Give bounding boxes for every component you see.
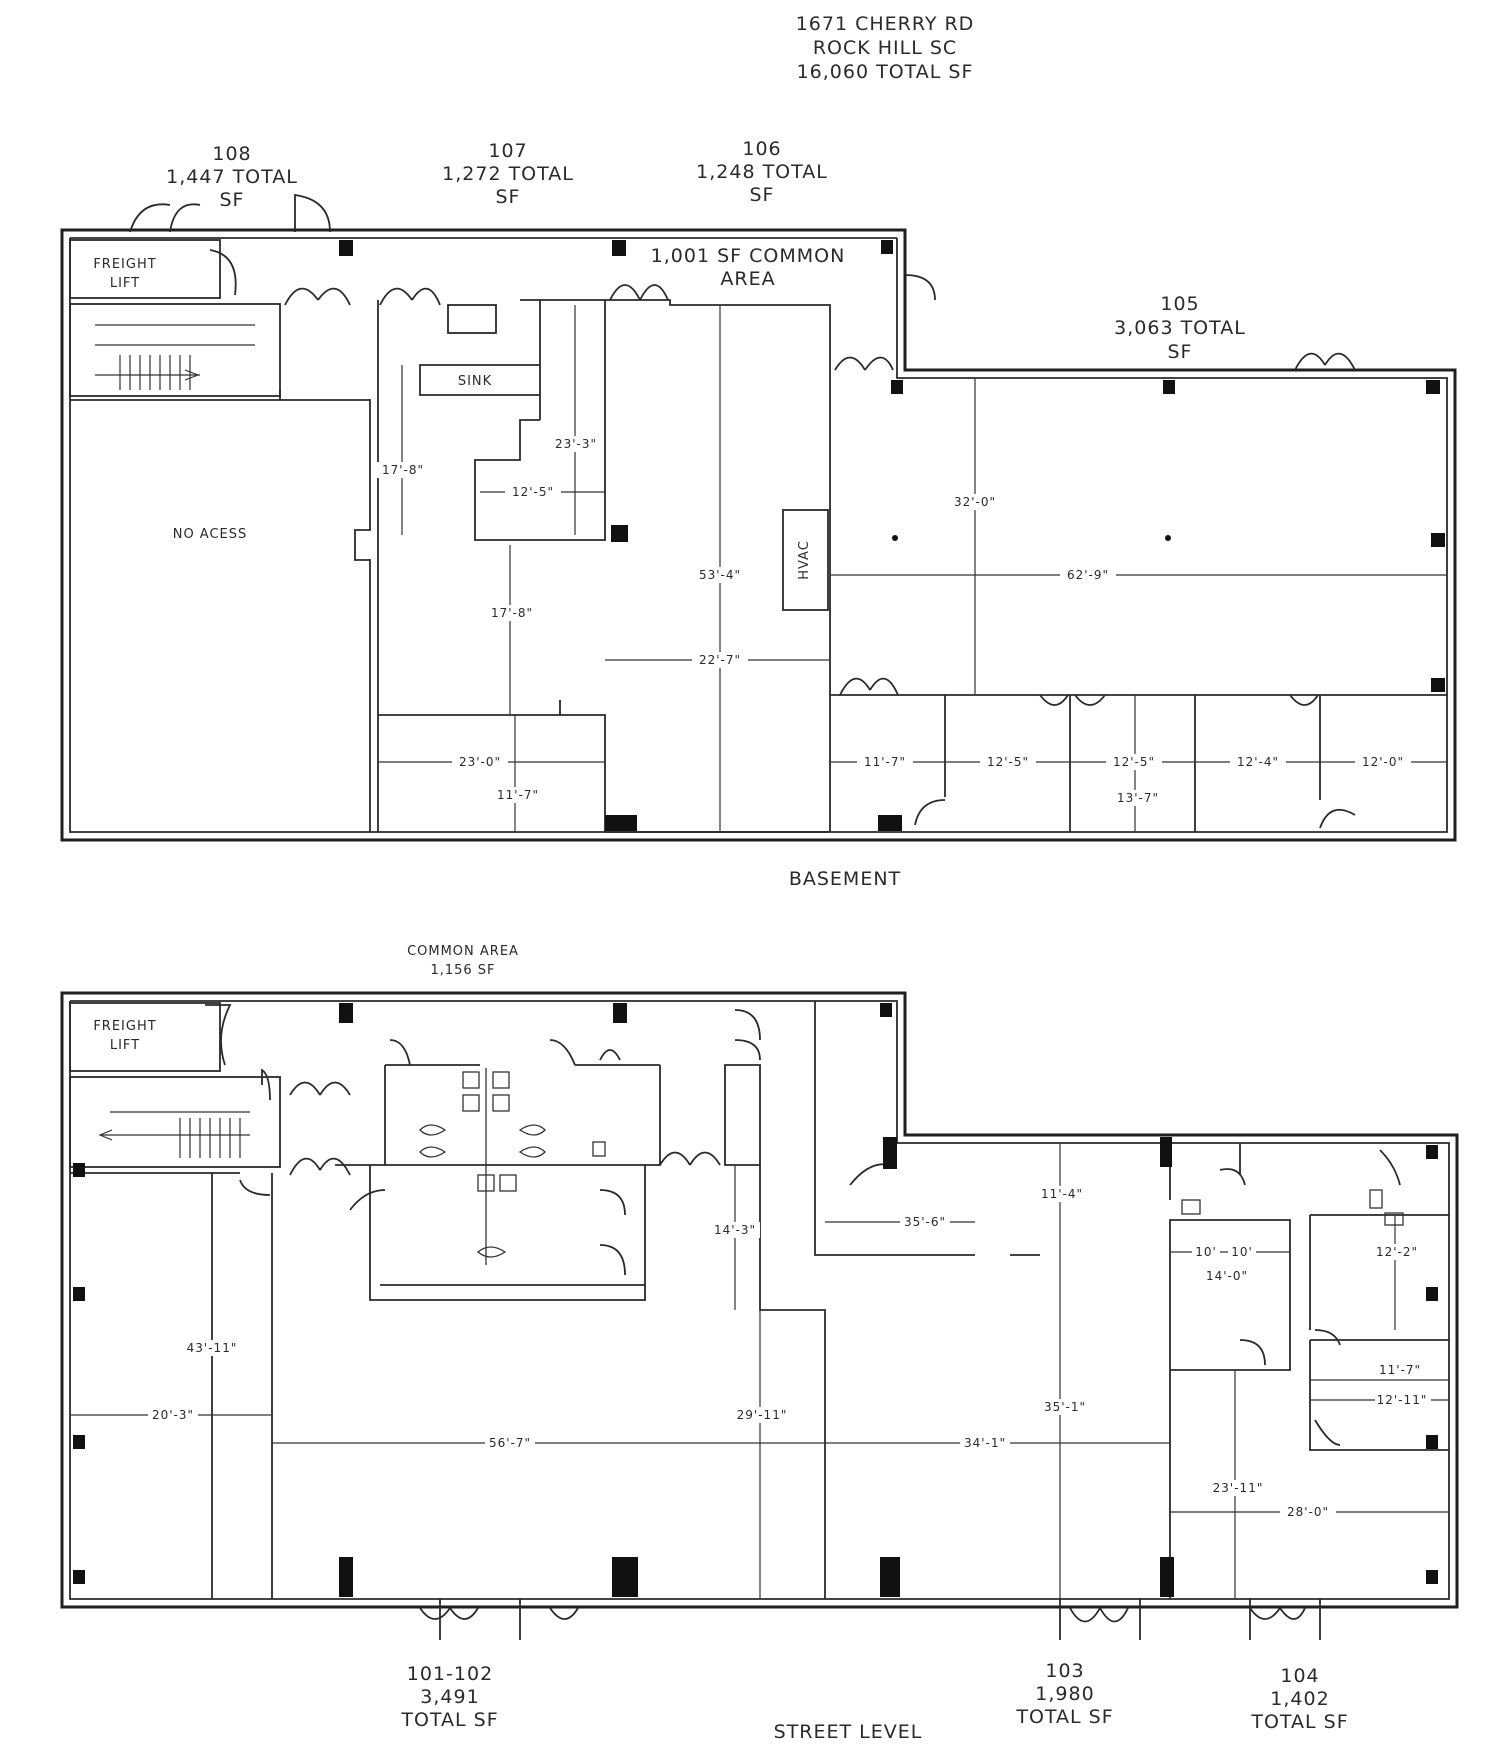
street-restroom-fixtures: [419, 1068, 1404, 1265]
dim-label: 28'-0": [1287, 1505, 1329, 1519]
basement-outer-wall: [60, 228, 1457, 842]
dim-label: 13'-7": [1117, 791, 1159, 805]
unit-104-area: 1,402: [1270, 1688, 1329, 1710]
dim-label: 12'-5": [512, 485, 554, 499]
dim-label: 34'-1": [964, 1436, 1006, 1450]
street-freight-label: FREIGHT: [93, 1019, 156, 1034]
dim-label: 22'-7": [699, 653, 741, 667]
dim-label: 17'-8": [382, 463, 424, 477]
dim-label: 35'-1": [1044, 1400, 1086, 1414]
no-access-label: NO ACESS: [173, 527, 248, 542]
header-block: 1671 CHERRY RD ROCK HILL SC 16,060 TOTAL…: [796, 13, 975, 83]
street-doors: [205, 1004, 1401, 1640]
basement-common-area-line2: AREA: [720, 268, 775, 290]
dim-label: 10': [1195, 1245, 1217, 1259]
unit-105-area: 3,063 TOTAL: [1114, 317, 1246, 339]
dim-label: 14'-0": [1206, 1269, 1248, 1283]
dim-label: 12'-5": [1113, 755, 1155, 769]
dim-label: 10': [1231, 1245, 1253, 1259]
dim-label: 20'-3": [152, 1408, 194, 1422]
basement-doors: [129, 193, 1356, 829]
dim-label: 11'-7": [1379, 1363, 1421, 1377]
basement-lift-label: LIFT: [110, 276, 140, 291]
dim-label: 14'-3": [714, 1223, 756, 1237]
street-lift-label: LIFT: [110, 1038, 140, 1053]
unit-108-area: 1,447 TOTAL: [166, 166, 298, 188]
dim-label: 12'-11": [1377, 1393, 1428, 1407]
street-columns: [73, 1003, 1438, 1597]
basement-columns: [339, 240, 1445, 831]
unit-101-102-area: 3,491: [420, 1686, 479, 1708]
unit-106-area: 1,248 TOTAL: [696, 161, 828, 183]
dim-label: 23'-11": [1213, 1481, 1264, 1495]
unit-103-area: 1,980: [1035, 1683, 1094, 1705]
header-city: ROCK HILL SC: [813, 37, 957, 59]
basement-dimension-labels: 17'-8" 23'-3" 12'-5" 17'-8" 53'-4" 32'-0…: [375, 436, 1411, 806]
basement-freight-lift: [69, 239, 221, 299]
unit-103-number: 103: [1045, 1660, 1084, 1682]
unit-106-sf: SF: [750, 184, 775, 206]
street-freight-lift: [69, 1002, 221, 1072]
basement-toilet-stall: [447, 304, 497, 334]
street-common-area-line1: COMMON AREA: [407, 944, 519, 959]
street-outer-wall: [60, 991, 1459, 1609]
basement-plan: 108 1,447 TOTAL SF 107 1,272 TOTAL SF 10…: [60, 138, 1457, 890]
dim-label: 12'-5": [987, 755, 1029, 769]
street-level-plan: COMMON AREA 1,156 SF FREIGHT LIFT: [60, 944, 1459, 1743]
dim-label: 12'-2": [1376, 1245, 1418, 1259]
dim-label: 11'-7": [864, 755, 906, 769]
dim-label: 12'-0": [1362, 755, 1404, 769]
dim-label: 35'-6": [904, 1215, 946, 1229]
basement-common-area-line1: 1,001 SF COMMON: [651, 245, 846, 267]
unit-107-area: 1,272 TOTAL: [442, 163, 574, 185]
dim-label: 17'-8": [491, 606, 533, 620]
unit-108-number: 108: [212, 143, 251, 165]
unit-104-sf: TOTAL SF: [1250, 1711, 1348, 1733]
unit-107-sf: SF: [496, 186, 521, 208]
dim-label: 56'-7": [489, 1436, 531, 1450]
street-dimension-labels: 14'-3" 11'-4" 35'-6" 10' 10' 14'-0" 12'-…: [148, 1186, 1431, 1520]
unit-101-102-sf: TOTAL SF: [400, 1709, 498, 1731]
basement-freight-label: FREIGHT: [93, 257, 156, 272]
dim-label: 23'-3": [555, 437, 597, 451]
dim-label: 32'-0": [954, 495, 996, 509]
dim-label: 11'-7": [497, 788, 539, 802]
header-address: 1671 CHERRY RD: [796, 13, 975, 35]
street-level-title: STREET LEVEL: [774, 1721, 923, 1743]
unit-107-number: 107: [488, 140, 527, 162]
header-total: 16,060 TOTAL SF: [797, 61, 974, 83]
dim-label: 62'-9": [1067, 568, 1109, 582]
unit-105-sf: SF: [1168, 341, 1193, 363]
hvac-label: HVAC: [797, 540, 812, 580]
unit-104-number: 104: [1280, 1665, 1319, 1687]
street-common-area-line2: 1,156 SF: [430, 963, 495, 978]
basement-stair-treads: [95, 324, 255, 390]
hvac-unit: [782, 509, 829, 611]
street-stair: [69, 1076, 281, 1168]
unit-108-sf: SF: [220, 189, 245, 211]
unit-106-number: 106: [742, 138, 781, 160]
unit-105-number: 105: [1160, 293, 1199, 315]
basement-dimension-lines: [378, 305, 1447, 832]
dim-label: 23'-0": [459, 755, 501, 769]
dim-label: 53'-4": [699, 568, 741, 582]
dim-label: 29'-11": [737, 1408, 788, 1422]
sink-label: SINK: [458, 374, 492, 389]
street-stair-treads: [98, 1111, 250, 1158]
basement-stair: [69, 303, 281, 397]
unit-103-sf: TOTAL SF: [1015, 1706, 1113, 1728]
dim-label: 12'-4": [1237, 755, 1279, 769]
basement-title: BASEMENT: [789, 868, 901, 890]
unit-101-102-number: 101-102: [407, 1663, 493, 1685]
dim-label: 11'-4": [1041, 1187, 1083, 1201]
dim-label: 43'-11": [187, 1341, 238, 1355]
